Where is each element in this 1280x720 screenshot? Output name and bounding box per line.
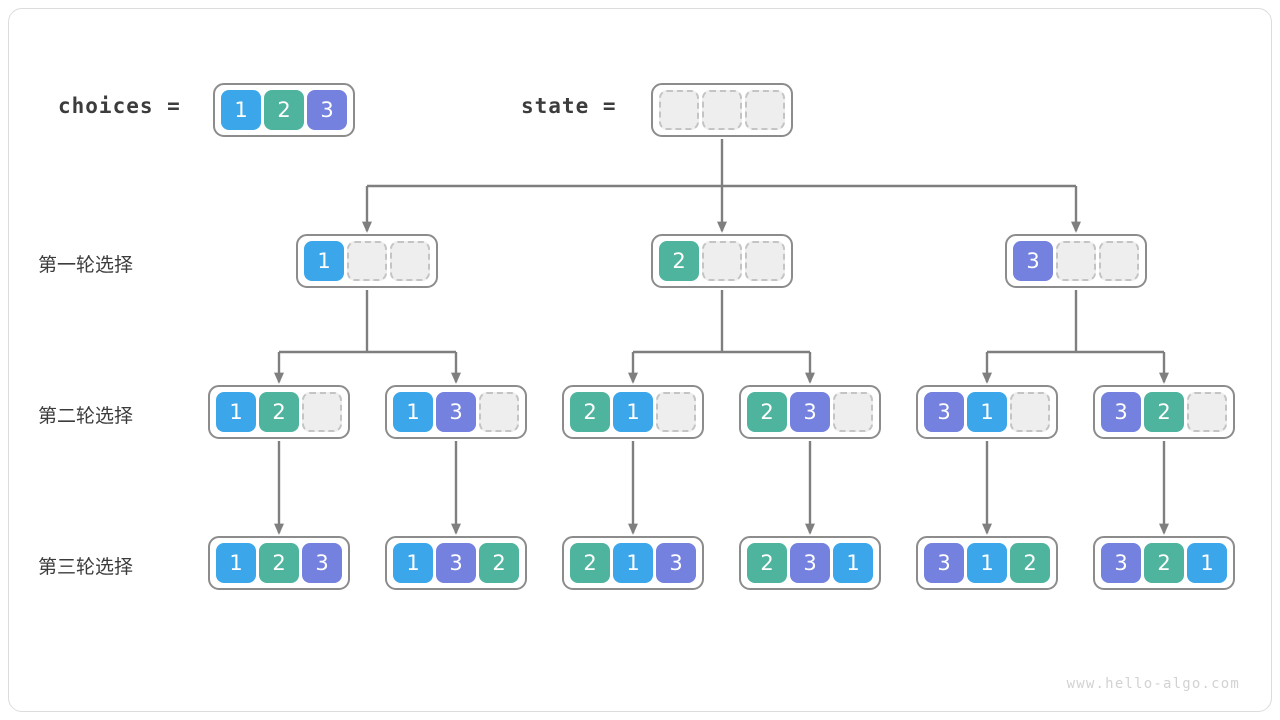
round1-node: 2: [651, 234, 793, 288]
array-cell-filled: 1: [216, 543, 256, 583]
round1-node: 3: [1005, 234, 1147, 288]
array-cell-filled: 2: [1144, 543, 1184, 583]
round1-node: 1: [296, 234, 438, 288]
array-cell-filled: 2: [479, 543, 519, 583]
watermark: www.hello-algo.com: [1066, 676, 1240, 692]
array-cell-filled: 3: [436, 543, 476, 583]
row-label-round3: 第三轮选择: [38, 556, 134, 578]
array-cell-filled: 2: [570, 392, 610, 432]
array-cell-filled: 3: [1101, 543, 1141, 583]
array-cell-filled: 2: [1010, 543, 1050, 583]
choices-label: choices =: [58, 94, 181, 118]
array-cell-filled: 1: [221, 90, 261, 130]
array-cell-filled: 2: [259, 392, 299, 432]
array-cell-filled: 2: [747, 543, 787, 583]
array-cell-filled: 2: [747, 392, 787, 432]
array-cell-filled: 1: [833, 543, 873, 583]
array-cell-filled: 1: [1187, 543, 1227, 583]
array-cell-filled: 3: [302, 543, 342, 583]
row-label-round2: 第二轮选择: [38, 405, 134, 427]
array-cell-filled: 3: [656, 543, 696, 583]
array-cell-filled: 3: [924, 543, 964, 583]
array-cell-empty: [1099, 241, 1139, 281]
array-cell-filled: 3: [1013, 241, 1053, 281]
array-cell-filled: 3: [790, 543, 830, 583]
array-cell-empty: [1056, 241, 1096, 281]
array-cell-filled: 2: [259, 543, 299, 583]
array-cell-filled: 1: [393, 543, 433, 583]
array-cell-filled: 2: [1144, 392, 1184, 432]
array-cell-empty: [1010, 392, 1050, 432]
state-array: [651, 83, 793, 137]
array-cell-empty: [702, 241, 742, 281]
array-cell-empty: [302, 392, 342, 432]
array-cell-empty: [745, 241, 785, 281]
array-cell-filled: 2: [264, 90, 304, 130]
array-cell-empty: [659, 90, 699, 130]
array-cell-empty: [390, 241, 430, 281]
array-cell-filled: 2: [659, 241, 699, 281]
array-cell-filled: 2: [570, 543, 610, 583]
array-cell-filled: 3: [436, 392, 476, 432]
array-cell-filled: 1: [393, 392, 433, 432]
row-label-round1: 第一轮选择: [38, 254, 134, 276]
array-cell-filled: 1: [613, 392, 653, 432]
array-cell-empty: [745, 90, 785, 130]
array-cell-empty: [1187, 392, 1227, 432]
array-cell-filled: 1: [304, 241, 344, 281]
array-cell-filled: 3: [1101, 392, 1141, 432]
array-cell-filled: 3: [924, 392, 964, 432]
array-cell-filled: 1: [967, 392, 1007, 432]
array-cell-empty: [479, 392, 519, 432]
array-cell-empty: [833, 392, 873, 432]
array-cell-empty: [656, 392, 696, 432]
array-cell-filled: 1: [613, 543, 653, 583]
array-cell-filled: 1: [216, 392, 256, 432]
array-cell-empty: [702, 90, 742, 130]
array-cell-filled: 3: [307, 90, 347, 130]
array-cell-filled: 1: [967, 543, 1007, 583]
diagram-frame: [8, 8, 1272, 712]
state-label: state =: [521, 94, 617, 118]
array-cell-filled: 3: [790, 392, 830, 432]
array-cell-empty: [347, 241, 387, 281]
